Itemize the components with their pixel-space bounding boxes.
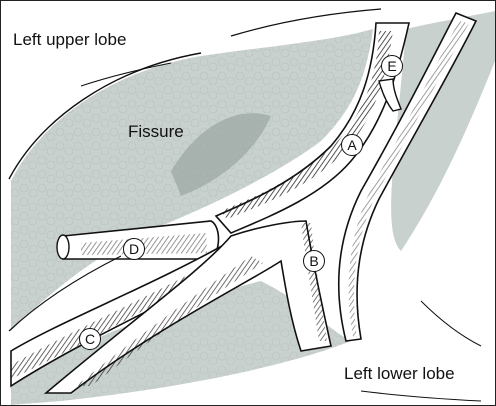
marker-c: C <box>79 328 101 350</box>
fissure-label: Fissure <box>128 122 184 142</box>
marker-d: D <box>123 238 145 260</box>
left-lower-lobe-label: Left lower lobe <box>344 364 455 384</box>
marker-e: E <box>381 55 403 77</box>
marker-a: A <box>341 134 363 156</box>
left-upper-lobe-label: Left upper lobe <box>13 30 126 50</box>
marker-b: B <box>303 250 325 272</box>
